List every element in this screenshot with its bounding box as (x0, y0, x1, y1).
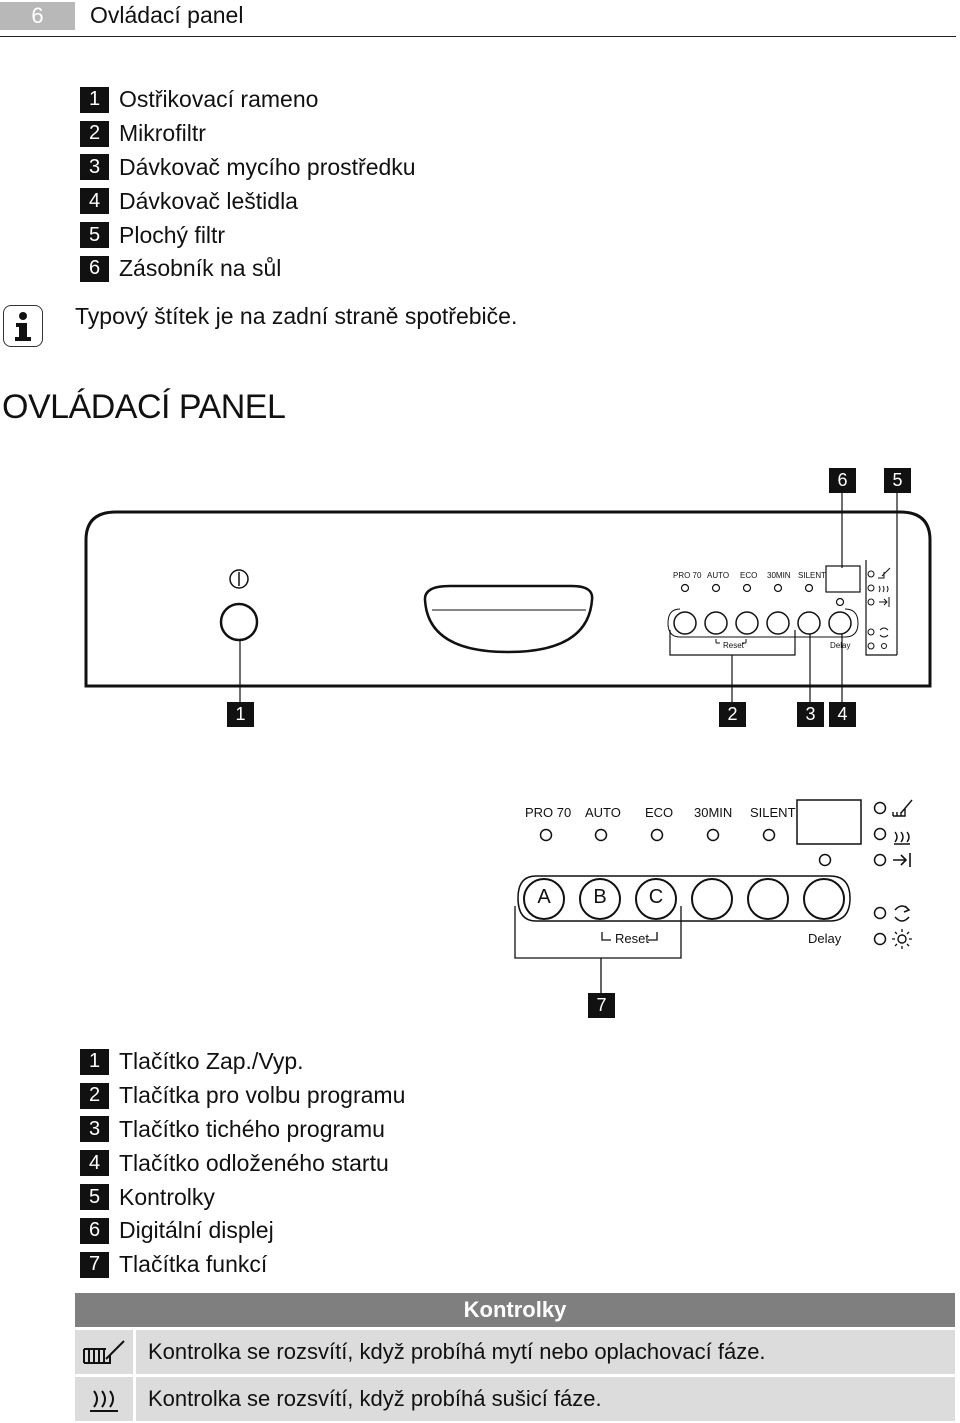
item-label: Zásobník na sůl (119, 255, 282, 282)
item-number: 4 (80, 188, 109, 215)
callout-6: 6 (829, 468, 856, 493)
item-label: Tlačítko tichého programu (119, 1115, 385, 1142)
delay-label: Delay (830, 641, 851, 650)
list-item: 6 Digitální displej (80, 1214, 405, 1248)
page-number: 6 (0, 2, 75, 30)
table-cell-text: Kontrolka se rozsvítí, když probíhá suši… (148, 1386, 602, 1411)
list-item: 2 Tlačítka pro volbu programu (80, 1079, 405, 1113)
callout-4: 4 (829, 702, 856, 727)
program-label: SILENT (750, 805, 796, 820)
reset-label: Reset (615, 931, 649, 946)
list-item: 5 Kontrolky (80, 1180, 405, 1214)
reset-label: Reset (723, 641, 744, 650)
item-label: Tlačítko odloženého startu (119, 1149, 389, 1176)
list-item: 5 Plochý filtr (80, 218, 416, 252)
program-label: PRO 70 (673, 571, 702, 580)
info-icon (3, 305, 43, 347)
page-title: Ovládací panel (90, 2, 244, 28)
control-panel-diagram: PRO 70 AUTO ECO 30MIN SILENT Reset Delay… (0, 460, 960, 740)
program-label: ECO (645, 805, 674, 820)
list-item: 3 Dávkovač mycího prostředku (80, 151, 416, 185)
item-number: 5 (80, 1184, 109, 1211)
list-item: 4 Dávkovač leštidla (80, 184, 416, 218)
header-divider (0, 36, 956, 37)
item-number: 1 (80, 1048, 109, 1075)
list-item: 6 Zásobník na sůl (80, 252, 416, 286)
callout-2: 2 (719, 702, 746, 727)
item-number: 6 (80, 255, 109, 282)
program-label: ECO (740, 571, 758, 580)
program-label: PRO 70 (525, 805, 572, 820)
zoomed-panel-diagram: PRO 70 AUTO ECO 30MIN SILENT A B C Reset… (500, 790, 940, 1020)
program-label: SILENT (798, 571, 827, 580)
callout-3: 3 (797, 702, 824, 727)
item-label: Digitální displej (119, 1217, 274, 1244)
item-number: 3 (80, 154, 109, 181)
list-item: 7 Tlačítka funkcí (80, 1248, 405, 1282)
function-button-a: A (537, 886, 551, 908)
item-label: Tlačítka pro volbu programu (119, 1082, 406, 1109)
item-label: Kontrolky (119, 1183, 215, 1210)
item-number: 2 (80, 1082, 109, 1109)
program-label: 30MIN (694, 805, 733, 820)
item-label: Tlačítko Zap./Vyp. (119, 1048, 304, 1075)
item-label: Tlačítka funkcí (119, 1251, 268, 1278)
item-label: Dávkovač leštidla (119, 187, 298, 214)
table-cell-text: Kontrolka se rozsvítí, když probíhá mytí… (148, 1339, 766, 1364)
table-row: Kontrolka se rozsvítí, když probíhá suši… (75, 1374, 955, 1421)
list-item: 3 Tlačítko tichého programu (80, 1113, 405, 1147)
callout-5: 5 (884, 468, 911, 493)
section-title: OVLÁDACÍ PANEL (2, 388, 286, 426)
item-number: 3 (80, 1116, 109, 1143)
callout-7: 7 (588, 993, 615, 1018)
program-label: AUTO (585, 805, 621, 820)
item-label: Dávkovač mycího prostředku (119, 153, 416, 180)
table-header: Kontrolky (75, 1293, 955, 1327)
control-panel-drawing (84, 493, 932, 703)
program-label: 30MIN (767, 571, 791, 580)
item-label: Mikrofiltr (119, 120, 206, 147)
item-number: 1 (80, 86, 109, 113)
item-label: Ostřikovací rameno (119, 86, 319, 113)
legend-list: 1 Tlačítko Zap./Vyp. 2 Tlačítka pro volbu … (80, 1045, 405, 1282)
list-item: 1 Ostřikovací rameno (80, 83, 416, 117)
item-number: 2 (80, 120, 109, 147)
list-item: 1 Tlačítko Zap./Vyp. (80, 1045, 405, 1079)
item-number: 7 (80, 1251, 109, 1278)
drying-phase-icon (75, 1377, 136, 1421)
item-label: Plochý filtr (119, 221, 226, 248)
item-number: 6 (80, 1217, 109, 1244)
list-item: 2 Mikrofiltr (80, 117, 416, 151)
program-label: AUTO (707, 571, 730, 580)
delay-label: Delay (808, 931, 842, 946)
info-note: Typový štítek je na zadní straně spotřeb… (75, 303, 518, 329)
function-button-b: B (593, 886, 607, 908)
item-number: 4 (80, 1150, 109, 1177)
wash-phase-icon (75, 1330, 136, 1374)
item-number: 5 (80, 222, 109, 249)
table-row: Kontrolka se rozsvítí, když probíhá mytí… (75, 1327, 955, 1374)
zoomed-panel-drawing (514, 799, 913, 993)
callout-1: 1 (227, 702, 254, 727)
function-button-c: C (648, 886, 664, 908)
list-item: 4 Tlačítko odloženého startu (80, 1146, 405, 1180)
